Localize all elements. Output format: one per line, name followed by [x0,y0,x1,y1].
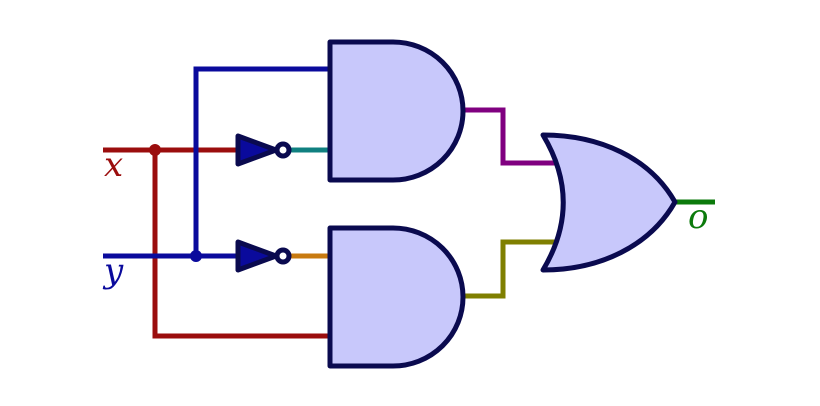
junction-dot-y [190,250,202,262]
wire-and-top-output [463,107,558,166]
not-gate-y [235,239,292,273]
junction-dot-x [149,144,161,156]
and-gate-top [327,39,466,183]
input-label-x: x [104,145,123,185]
not-gate-x [235,133,292,167]
wire-y-branch-to-and-top [193,66,330,256]
and-gate-bottom [327,225,466,369]
wire-and-bottom-output [463,239,558,299]
wire-x-branch-to-and-bottom [152,150,330,339]
or-gate [540,132,678,273]
output-label-o: o [688,197,708,237]
input-label-y: y [102,251,124,291]
